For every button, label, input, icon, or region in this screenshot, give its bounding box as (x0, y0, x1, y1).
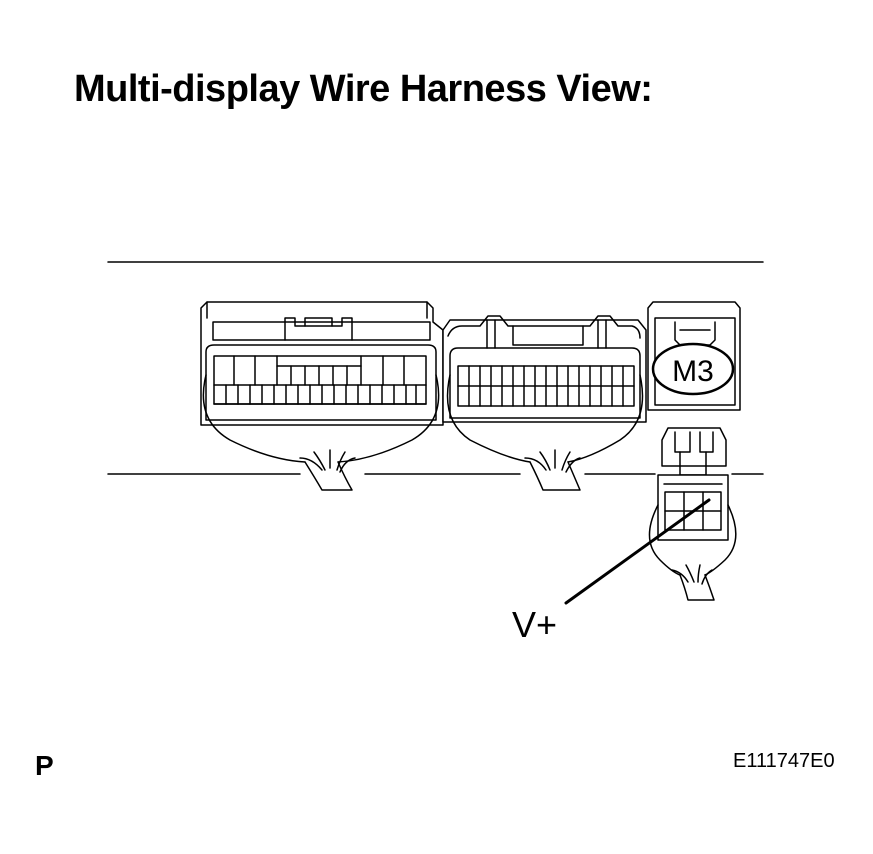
m3-callout-circle (651, 342, 735, 396)
mating-plug (648, 427, 737, 601)
terminal-label: V+ (512, 604, 557, 645)
vplus-leader-line (564, 498, 711, 605)
medium-connector (442, 315, 647, 491)
diagram-title: Multi-display Wire Harness View: (74, 68, 653, 110)
connector-id-label: M3 (672, 355, 714, 388)
corner-letter: P (35, 750, 54, 781)
large-connector (200, 301, 444, 491)
m3-connector: M3 (647, 301, 741, 411)
figure-code: E111747E0 (733, 750, 835, 772)
